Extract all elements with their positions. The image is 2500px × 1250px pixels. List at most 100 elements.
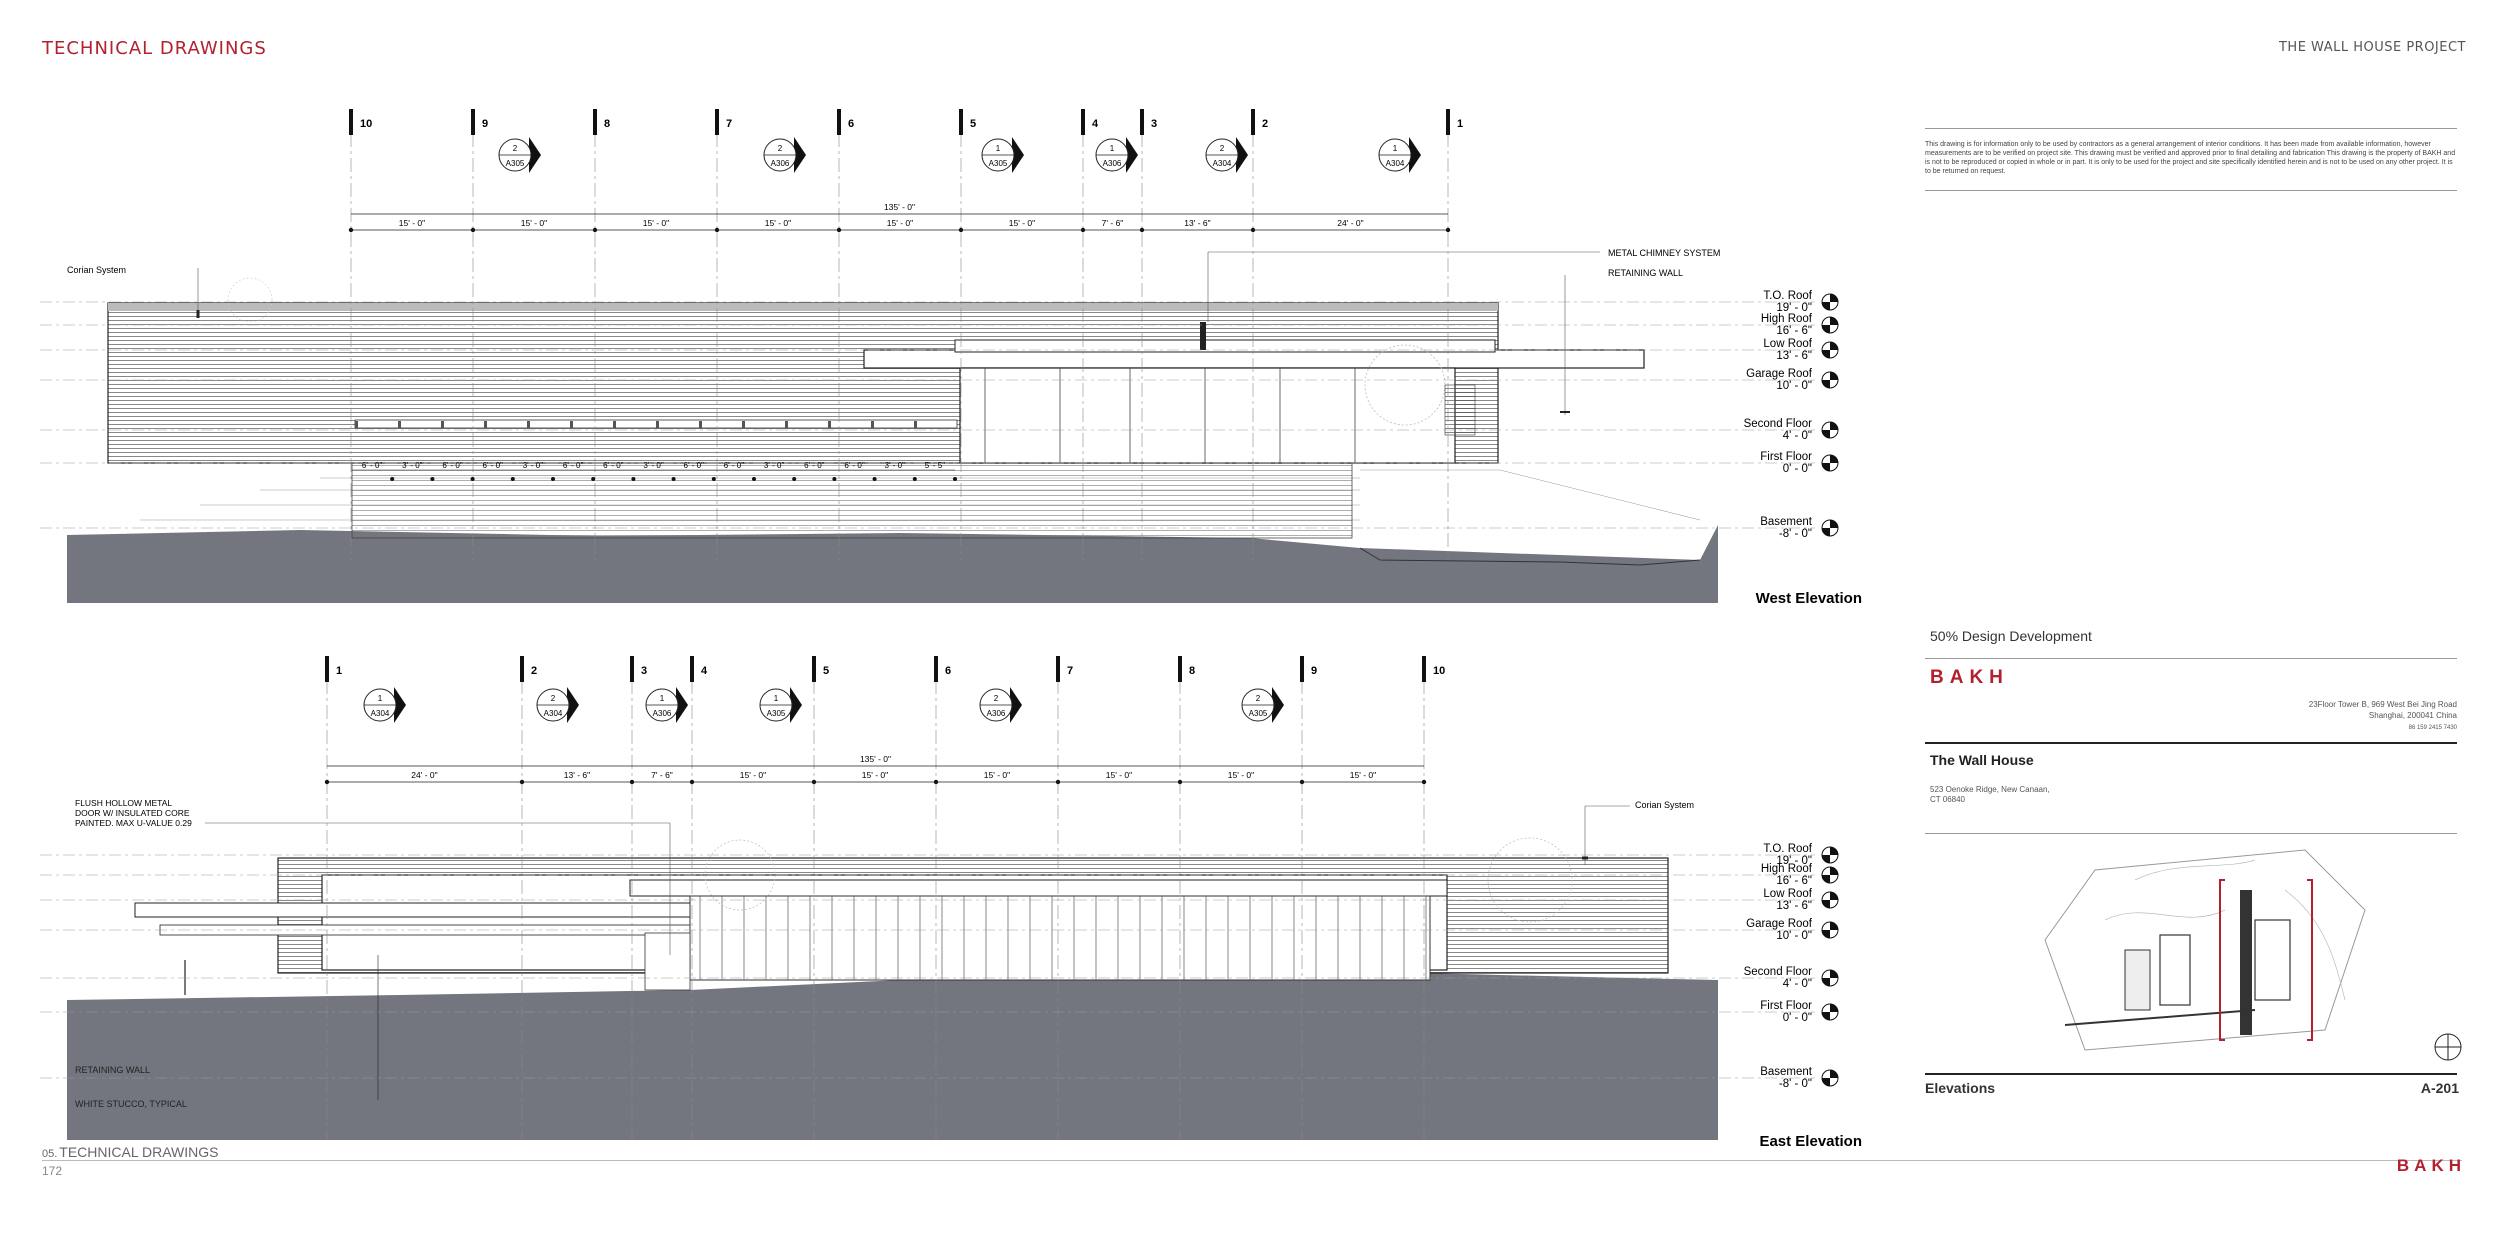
east-grid-label: 10 xyxy=(1433,665,1445,677)
east-note-door-1: FLUSH HOLLOW METAL xyxy=(75,798,172,808)
west-dim-label: 15' - 0" xyxy=(1009,218,1035,228)
east-note-door-3: PAINTED. MAX U-VALUE 0.29 xyxy=(75,818,192,828)
west-callout-sheet: A304 xyxy=(1213,159,1232,168)
west-sub-dim-tick xyxy=(430,477,435,481)
west-level-value: 10' - 0" xyxy=(1776,380,1812,392)
west-grid-label: 2 xyxy=(1262,118,1268,130)
west-sub-dim-label: 6' - 0" xyxy=(362,461,383,470)
east-grid-marker xyxy=(325,656,329,682)
west-level-marker-icon xyxy=(1821,293,1839,311)
east-elevation-title: East Elevation xyxy=(1759,1133,1862,1150)
west-note-corian: Corian System xyxy=(67,265,126,275)
west-dim-label: 13' - 6" xyxy=(1184,218,1210,228)
west-grid-marker xyxy=(959,109,963,135)
west-sub-dim-tick xyxy=(551,477,555,481)
west-grid-label: 4 xyxy=(1092,118,1099,130)
east-level-marker-icon xyxy=(1821,866,1839,884)
office-address-2: Shanghai, 200041 China xyxy=(2368,711,2457,720)
west-grid-label: 6 xyxy=(848,118,854,130)
west-level-value: 4' - 0" xyxy=(1783,430,1812,442)
west-callout-number: 1 xyxy=(1393,144,1398,153)
east-level-name: First Floor xyxy=(1760,1000,1812,1012)
west-sub-dim-label: 6' - 0" xyxy=(563,461,584,470)
west-level-name: First Floor xyxy=(1760,451,1812,463)
east-overall-dim: 135' - 0" xyxy=(860,754,891,764)
west-sub-dim-tick xyxy=(752,477,756,481)
project-title: The Wall House xyxy=(1930,752,2034,768)
west-level-marker-icon xyxy=(1821,371,1839,389)
west-grid-marker xyxy=(1251,109,1255,135)
west-callout-sheet: A306 xyxy=(1103,159,1122,168)
west-sub-dim-label: 6' - 0" xyxy=(844,461,865,470)
west-sub-dim-tick xyxy=(792,477,797,481)
west-grid-marker xyxy=(715,109,719,135)
east-level-name: Garage Roof xyxy=(1746,918,1813,930)
east-level-value: 13' - 6" xyxy=(1776,900,1812,912)
east-callout-number: 2 xyxy=(551,694,556,703)
west-grid-label: 10 xyxy=(360,118,372,130)
footer-section-number: 05. xyxy=(42,1148,58,1160)
east-grid-marker xyxy=(812,656,816,682)
project-address-1: 523 Oenoke Ridge, New Canaan, xyxy=(1930,785,2050,794)
east-door xyxy=(644,932,691,991)
east-note-stucco: WHITE STUCCO, TYPICAL xyxy=(75,1099,187,1109)
west-callout-number: 2 xyxy=(778,144,783,153)
project-name-header: THE WALL HOUSE PROJECT xyxy=(2278,40,2466,55)
west-callout-sheet: A304 xyxy=(1386,159,1405,168)
west-level-marker-icon xyxy=(1821,341,1839,359)
title-block: This drawing is for information only to … xyxy=(1925,120,2465,1100)
footer-section-label: TECHNICAL DRAWINGS xyxy=(59,1144,219,1160)
page-number: 172 xyxy=(42,1164,63,1178)
footer-divider xyxy=(42,1160,2462,1161)
west-sub-dim-tick xyxy=(832,477,837,481)
west-callout-number: 1 xyxy=(1110,144,1115,153)
east-callout-sheet: A306 xyxy=(653,709,672,718)
east-grid-marker xyxy=(630,656,634,682)
east-grid-label: 8 xyxy=(1189,665,1195,677)
west-grid-marker xyxy=(1446,109,1450,135)
west-sub-dim-tick xyxy=(872,477,877,481)
west-callout-number: 2 xyxy=(1220,144,1225,153)
west-sub-dim-label: 6' - 0" xyxy=(483,461,504,470)
west-sub-dim-tick xyxy=(711,477,716,481)
west-grid-label: 9 xyxy=(482,118,488,130)
west-callout-sheet: A305 xyxy=(989,159,1008,168)
footer-brand-logo: BAKH xyxy=(2396,1156,2466,1175)
west-level-name: Low Roof xyxy=(1763,338,1812,350)
west-dim-label: 7' - 6" xyxy=(1102,218,1124,228)
east-level-name: Second Floor xyxy=(1744,966,1813,978)
west-level-marker-icon xyxy=(1821,454,1839,472)
west-sub-dim-tick xyxy=(470,477,475,481)
east-grid-marker xyxy=(1300,656,1304,682)
east-dim-label: 15' - 0" xyxy=(1350,770,1376,780)
east-ground xyxy=(67,968,1718,1140)
west-sub-dim-label: 5' - 5" xyxy=(925,461,946,470)
west-level-marker-icon xyxy=(1821,421,1839,439)
east-callout-sheet: A305 xyxy=(1249,709,1268,718)
east-grid-marker xyxy=(1178,656,1182,682)
west-callout-number: 2 xyxy=(513,144,518,153)
west-sub-dim-label: 6' - 0" xyxy=(442,461,463,470)
west-grid-marker xyxy=(1140,109,1144,135)
page-title: TECHNICAL DRAWINGS xyxy=(42,38,267,59)
west-sub-dim-label: 3' - 0" xyxy=(764,461,785,470)
west-sub-dim-label: 3' - 0" xyxy=(643,461,664,470)
east-callout-number: 1 xyxy=(660,694,665,703)
sheet-title: Elevations xyxy=(1925,1080,1996,1096)
east-dim-label: 15' - 0" xyxy=(740,770,766,780)
west-note-retaining: RETAINING WALL xyxy=(1608,268,1683,278)
disclaimer-text: This drawing is for information only to … xyxy=(1925,141,2456,175)
east-level-name: High Roof xyxy=(1761,863,1813,875)
west-sub-dim-tick xyxy=(631,477,636,481)
east-grid-marker xyxy=(1056,656,1060,682)
west-sub-dim-label: 6' - 0" xyxy=(684,461,705,470)
east-dim-label: 15' - 0" xyxy=(1228,770,1254,780)
east-grid-label: 1 xyxy=(336,665,342,677)
west-level-name: T.O. Roof xyxy=(1763,290,1812,302)
office-phone: 86 159 2415 7430 xyxy=(2408,725,2457,731)
